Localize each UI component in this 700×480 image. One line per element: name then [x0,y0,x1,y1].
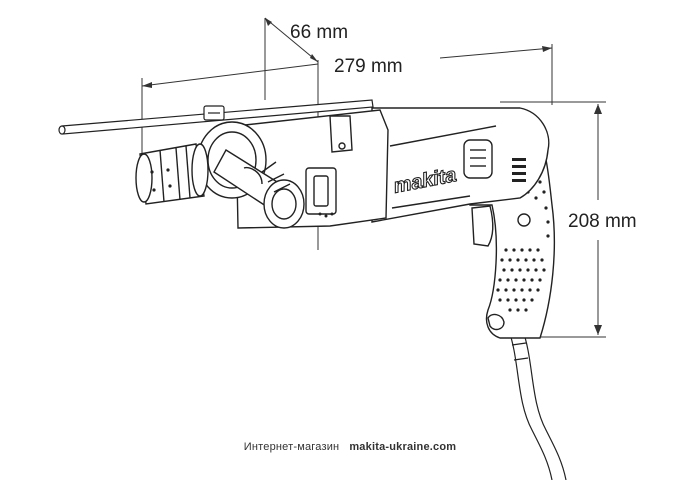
trigger [471,205,494,247]
footer-site-link[interactable]: makita-ukraine.com [349,441,457,453]
dim-279-line-right [439,47,553,59]
handle-lanyard-hole [487,313,505,331]
motor-housing [371,107,550,223]
dim-208-label: 208 mm [568,211,637,232]
footer-shop-label: Интернет-магазин [243,441,340,453]
arrow-66-right [310,54,318,62]
footer: Интернет-магазин makita-ukraine.com [0,441,700,453]
arrow-208-top [594,104,602,114]
arrow-208-bottom [594,325,602,335]
dim-279-line-left [141,63,319,87]
dim-66-diagonal [264,17,319,63]
arrow-66-left [265,18,272,26]
dim-66-label: 66 mm [290,22,348,43]
dimension-arrows [142,18,602,335]
vent-slots [512,158,526,182]
arrow-279-left [142,82,152,88]
chuck [135,143,209,205]
side-handle [197,121,305,229]
mode-switch [463,139,493,179]
grip-texture [496,173,550,312]
arrow-279-right [542,46,552,52]
depth-gauge-clamp [203,105,225,121]
power-cable [507,327,567,480]
dim-279-label: 279 mm [334,56,403,77]
